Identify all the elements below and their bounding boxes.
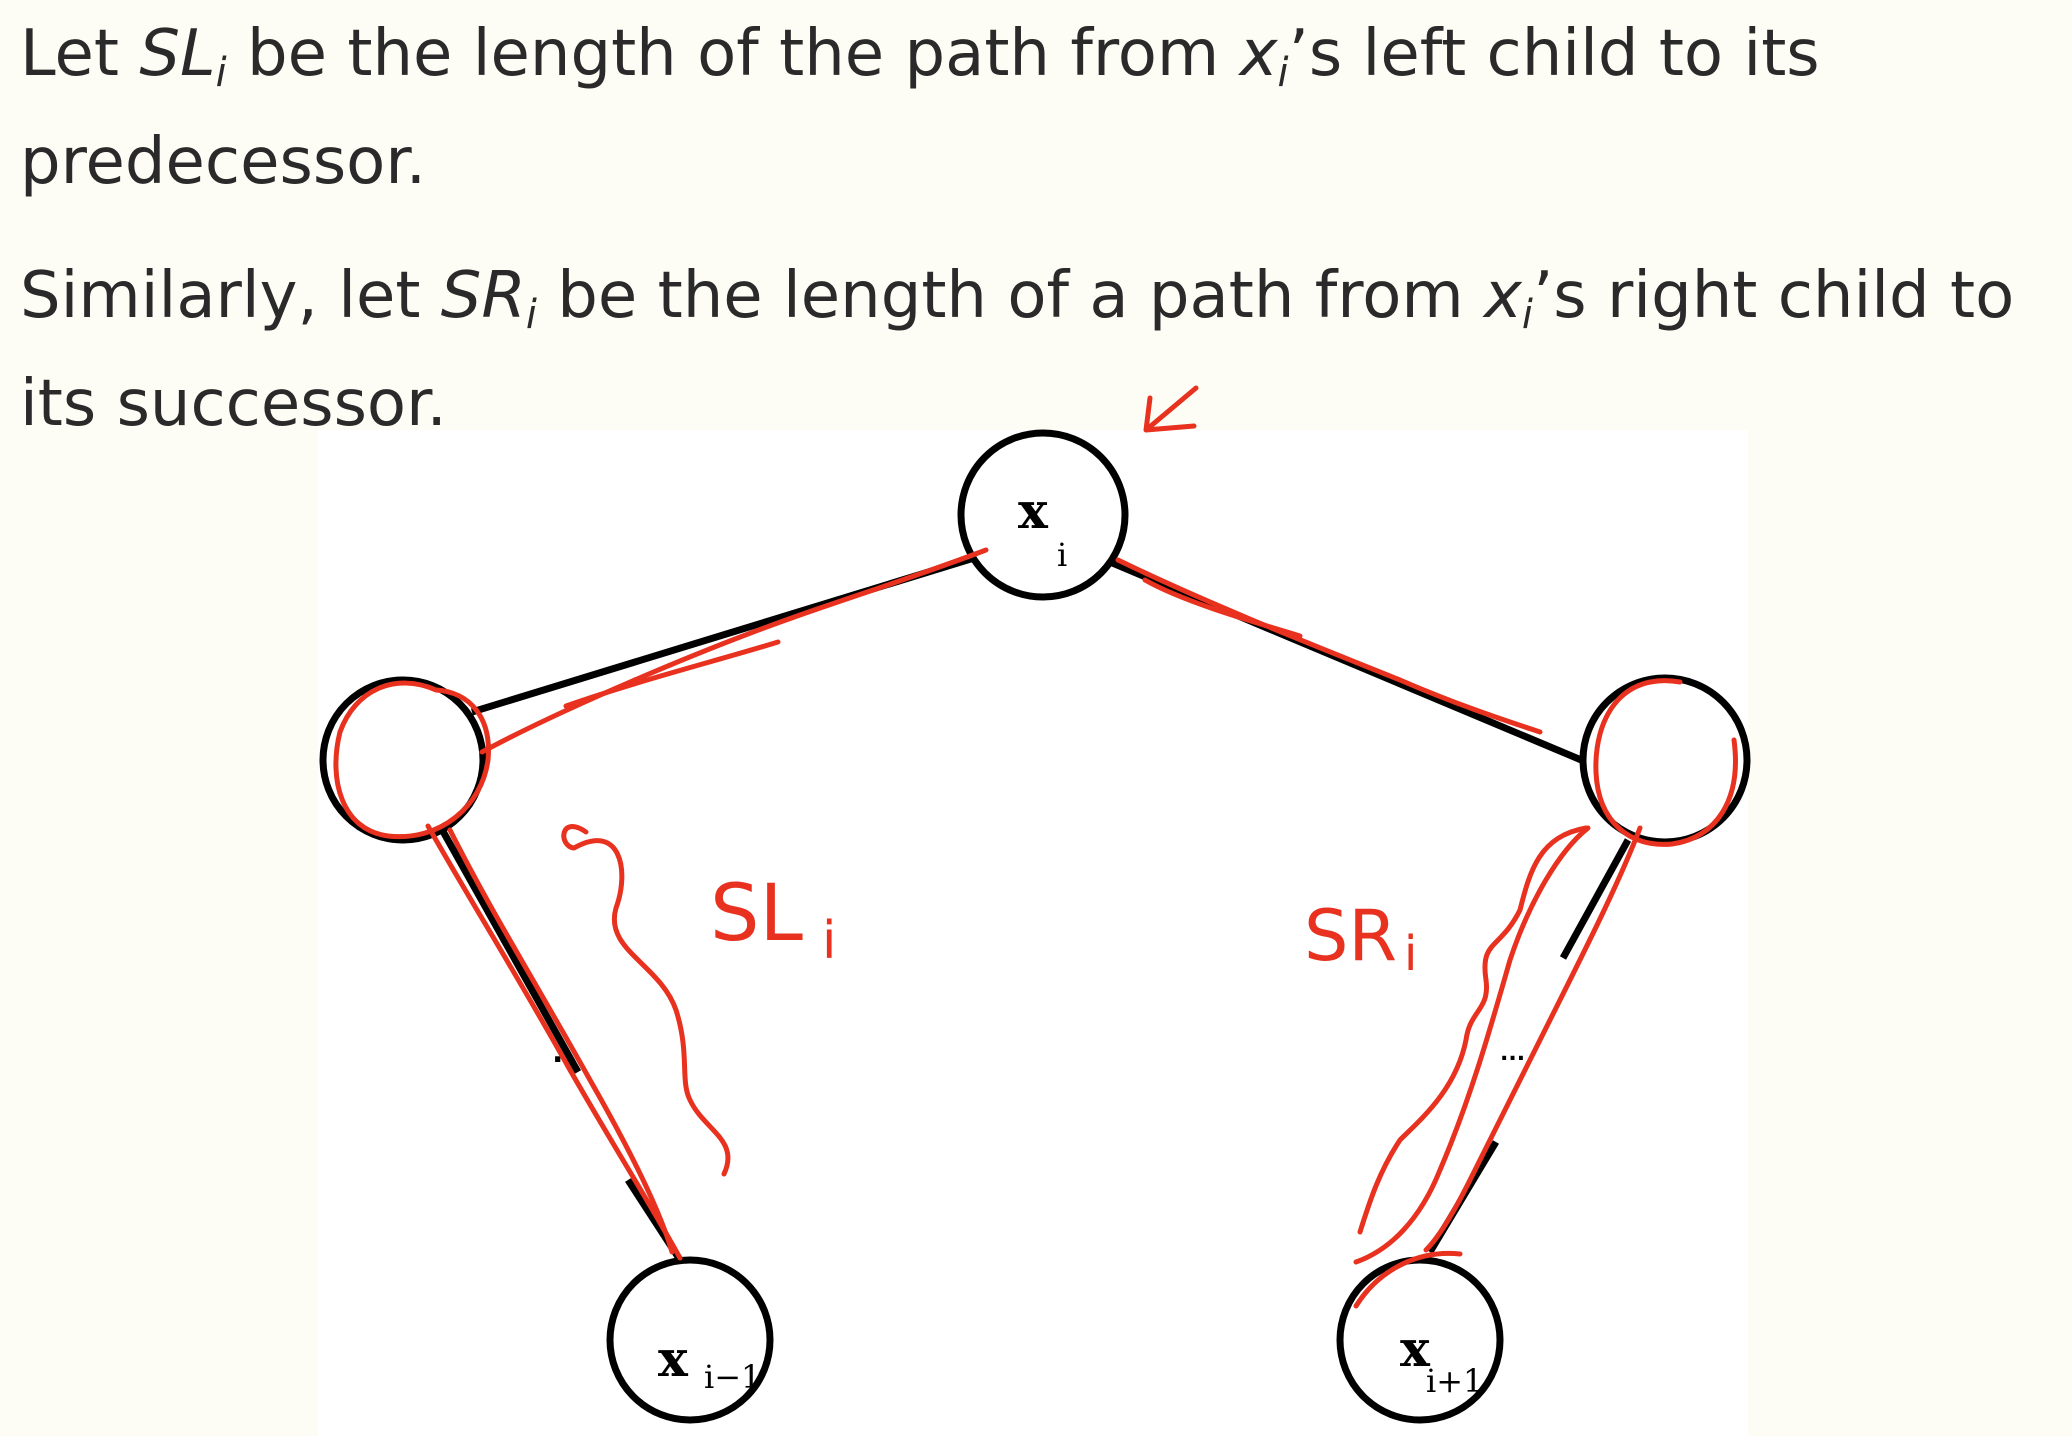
var-x-subscript: i — [1277, 50, 1289, 97]
node-predecessor — [606, 1256, 774, 1424]
annotation-sr-subscript: i — [1404, 926, 1417, 982]
var-sr: SR — [440, 259, 526, 333]
text-run: Let — [20, 17, 140, 91]
annotation-sl-subscript: i — [822, 911, 836, 971]
node-successor — [1336, 1256, 1504, 1424]
node-root-label: x — [1018, 481, 1049, 540]
arrow-icon — [1143, 385, 1199, 433]
node-left-child — [319, 676, 487, 844]
highlight-root-right-edge — [1115, 557, 1543, 735]
highlight-left-child — [333, 680, 491, 840]
var-x-subscript: i — [1521, 292, 1533, 339]
text-run: ’s right child to its successor. — [20, 259, 2015, 441]
var-x: x — [1484, 259, 1522, 333]
tree-nodes — [319, 429, 1751, 1424]
node-predecessor-label: x — [658, 1329, 689, 1388]
highlight-right-path — [1353, 825, 1591, 1265]
right-path-ellipsis: ... — [1500, 1041, 1525, 1066]
highlight-left-path-2 — [447, 827, 675, 1255]
highlight-right-child — [1593, 678, 1738, 847]
var-sr-subscript: i — [525, 292, 537, 339]
text-run: be the length of a path from — [536, 259, 1485, 333]
node-predecessor-subscript: i−1 — [704, 1358, 761, 1396]
highlight-right-path-2 — [1423, 825, 1643, 1253]
annotation-strokes — [333, 385, 1738, 1309]
text-run: Similarly, let — [20, 259, 441, 333]
highlight-left-path — [425, 823, 683, 1261]
highlight-root-right-edge-2 — [1142, 577, 1303, 639]
node-successor-subscript: i+1 — [1426, 1362, 1483, 1400]
text-run: ’s left child to its predecessor. — [20, 17, 1820, 199]
brace-right — [1357, 825, 1589, 1235]
slide-text: Let SLi be the length of the path from x… — [20, 0, 2070, 458]
edge-left-upper — [436, 824, 582, 1074]
annotation-sr-label: SR — [1304, 895, 1397, 977]
node-root — [957, 429, 1129, 601]
annotation-sl-label: SL — [710, 869, 804, 959]
highlight-root-left-edge-2 — [563, 639, 781, 709]
highlight-successor — [1353, 1250, 1463, 1309]
definition-sr: Similarly, let SRi be the length of a pa… — [20, 242, 2070, 458]
highlight-root-left-edge — [479, 547, 989, 755]
var-sl: SL — [139, 17, 216, 91]
definition-sl: Let SLi be the length of the path from x… — [20, 0, 2070, 216]
edge-right-upper — [1559, 838, 1632, 960]
node-successor-label: x — [1400, 1319, 1431, 1378]
node-root-subscript: i — [1057, 536, 1067, 574]
brace-left — [561, 824, 731, 1177]
var-sl-subscript: i — [215, 50, 227, 97]
text-run: be the length of the path from — [226, 17, 1240, 91]
var-x: x — [1239, 17, 1278, 91]
